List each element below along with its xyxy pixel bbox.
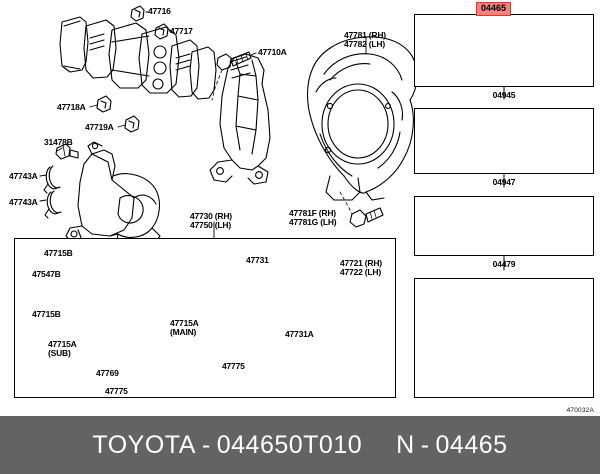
callout-47715b-upper: 47715B <box>44 248 73 258</box>
callout-47781f-47781g: 47781F (RH) 47781G (LH) <box>289 208 337 227</box>
bolt-47781f <box>339 191 384 228</box>
pad-springs-47743a <box>39 165 62 219</box>
footer-separator-1: - <box>201 430 211 459</box>
callout-47715a-sub: 47715A (SUB) <box>48 339 77 358</box>
panel-04945 <box>414 14 594 87</box>
sheet-reference-code: 470032A <box>566 407 594 414</box>
n-label: N <box>396 430 415 459</box>
callout-47715a-main: 47715A (MAIN) <box>170 318 199 337</box>
brand-name: TOYOTA <box>92 430 196 459</box>
bleeder-plug-31478b <box>55 143 79 160</box>
panel-label-04945: 04945 <box>492 90 516 100</box>
callout-47547b: 47547B <box>32 269 61 279</box>
panel-label-04947: 04947 <box>492 177 516 187</box>
highlighted-part-number[interactable]: 04465 <box>476 2 512 16</box>
dust-shield-47781 <box>306 36 418 201</box>
callout-leaders <box>213 43 367 239</box>
callout-47716: 47716 <box>148 6 171 16</box>
part-number: 044650T010 <box>216 430 363 459</box>
callout-47731a: 47731A <box>285 329 314 339</box>
callout-47743a-lower: 47743A <box>9 197 38 207</box>
callout-47731: 47731 <box>246 255 269 265</box>
panel-04947 <box>414 108 594 174</box>
small-clips <box>89 5 173 133</box>
callout-47743a-upper: 47743A <box>9 171 38 181</box>
callout-47721-47722: 47721 (RH) 47722 (LH) <box>340 258 382 277</box>
callout-47715b-lower: 47715B <box>32 309 61 319</box>
callout-47769: 47769 <box>96 368 119 378</box>
callout-47775-center: 47775 <box>222 361 245 371</box>
panel-caliper-assembly <box>14 238 396 398</box>
callout-47710a: 47710A <box>258 47 287 57</box>
callout-47730-47750: 47730 (RH) 47750 (LH) <box>190 211 232 230</box>
panel-seal-kit <box>414 278 594 398</box>
caliper-bracket-upper <box>209 53 271 185</box>
callout-47781-47782: 47781 (RH) 47782 (LH) <box>344 30 386 49</box>
caliper-body-upper <box>65 141 161 251</box>
footer-text: TOYOTA - 044650T010 N - 04465 <box>92 431 507 460</box>
callout-47717: 47717 <box>170 26 193 36</box>
n-number: 04465 <box>435 430 508 459</box>
panel-04479 <box>414 196 594 256</box>
bolt-47710a <box>211 51 257 101</box>
footer-bar: TOYOTA - 044650T010 N - 04465 <box>0 416 600 474</box>
callout-47775-left: 47775 <box>105 386 128 396</box>
callout-47718a: 47718A <box>57 102 86 112</box>
footer-separator-2: - <box>420 430 430 459</box>
callout-47719a: 47719A <box>85 122 114 132</box>
panel-label-04479: 04479 <box>492 259 516 269</box>
parts-diagram: 04465 04945 04947 04479 47716 47717 47718A 47… <box>9 2 594 414</box>
callout-31478b: 31478B <box>44 137 73 147</box>
